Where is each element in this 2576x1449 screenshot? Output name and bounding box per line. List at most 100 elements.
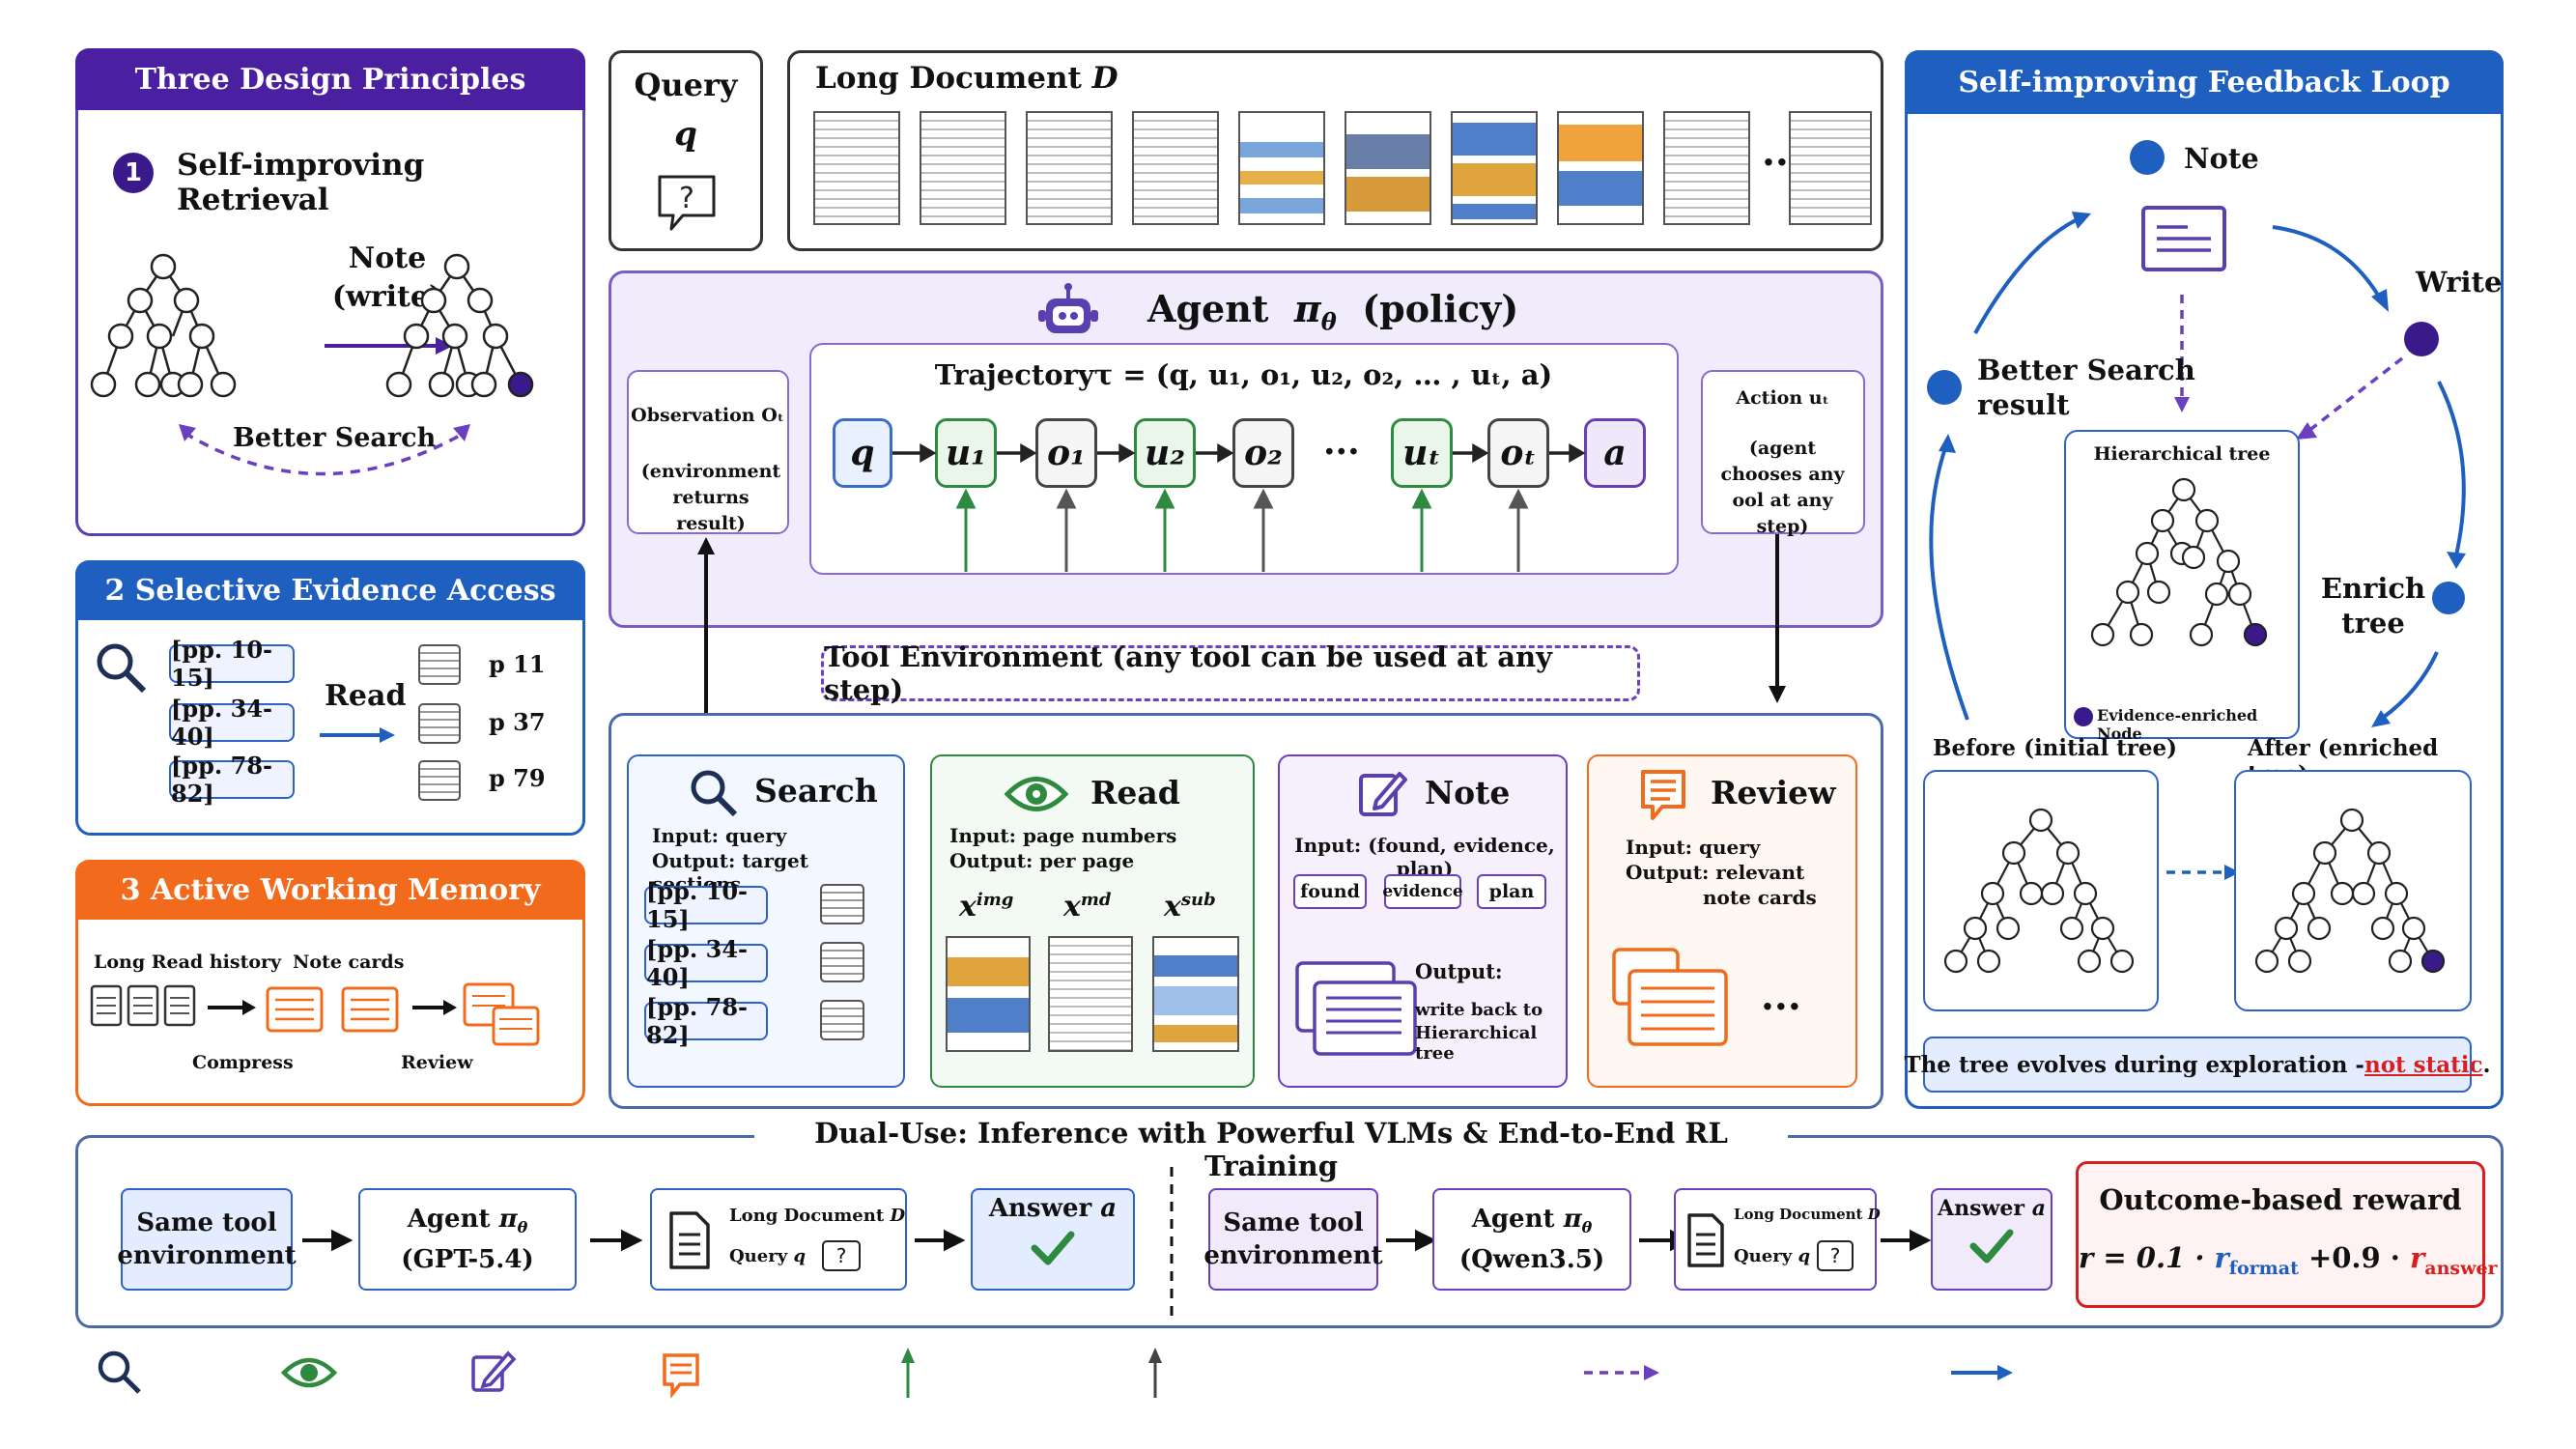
better-search-label: Better Search	[233, 423, 437, 453]
reward-box: Outcome-based reward r = 0.1 · rformat +…	[2076, 1161, 2498, 1308]
query-var: q	[674, 115, 697, 154]
tool-read-title: Read	[1090, 774, 1180, 811]
traj-token-q: q	[833, 418, 892, 488]
page-icon-79	[418, 760, 461, 801]
after-tree-box	[2234, 770, 2472, 1011]
long-document-box: Long Document D ···	[787, 50, 1883, 251]
read-label: Read	[325, 679, 407, 713]
page-thumb	[920, 111, 1006, 225]
read-img-thumb	[946, 936, 1031, 1052]
tree-right-icon	[385, 253, 534, 398]
action-title: Action uₜ	[1736, 387, 1829, 409]
agent-title: Agent πθ (policy)	[1147, 287, 1519, 336]
doc-left-label: Long Document D	[729, 1206, 906, 1226]
traj-token-u2: u₂	[1134, 418, 1196, 488]
tool-search-card: Search Input: query Output: target secti…	[627, 754, 905, 1088]
read-arrow-icon	[320, 727, 395, 743]
trajectory-box: Trajectoryτ = (q, u₁, o₁, u₂, o₂, … , uₜ…	[809, 343, 1679, 575]
enrich-node-icon	[2432, 582, 2465, 614]
reward-formula: r = 0.1 · rformat +0.9 · ranswer	[2079, 1241, 2498, 1279]
tool-search-input: Input: query	[652, 824, 787, 847]
legend-search-icon	[98, 1350, 141, 1394]
up-arrows-gray	[1056, 488, 1529, 572]
note-cards-icon	[1295, 961, 1417, 1056]
tool-review-output-2: note cards	[1703, 886, 1817, 909]
query-label: Query	[634, 67, 738, 103]
agent-right: Agent πθ(Qwen3.5)	[1432, 1188, 1631, 1291]
search-icon	[691, 770, 738, 817]
tool-review-input: Input: query	[1626, 836, 1761, 859]
document-icon	[669, 1211, 710, 1269]
page-thumb	[1663, 111, 1750, 225]
note-node-icon	[2130, 140, 2165, 175]
document-pages: ···	[813, 111, 1876, 232]
agent-panel: Agent πθ (policy) Observation Oₜ (enviro…	[609, 270, 1883, 628]
before-tree-box	[1923, 770, 2159, 1011]
tool-review-output-1: Output: relevant	[1626, 861, 1805, 884]
hier-tree-label: Hierarchical tree	[2093, 443, 2271, 465]
doc-stack-icon	[90, 984, 196, 1027]
feedback-note-label: Note	[2184, 142, 2259, 175]
note-card-icon	[2141, 206, 2226, 271]
note-output-desc-2: Hierarchical tree	[1415, 1023, 1538, 1064]
principle-1-title: Self-improving Retrieval	[177, 148, 425, 217]
agent-left: Agent πθ(GPT-5.4)	[358, 1188, 577, 1291]
magnifier-icon	[97, 643, 147, 694]
doc-query-left: Long Document D Query q ?	[650, 1188, 907, 1291]
page-thumb-figure	[1238, 111, 1325, 225]
principle-3-header: 3 Active Working Memory	[75, 860, 585, 920]
x-img-label: ximg	[959, 890, 1014, 923]
legend-green-up-arrow-icon	[901, 1348, 915, 1398]
search-range-2: [pp. 34-40]	[644, 935, 768, 991]
principle-2-panel: 2 Selective Evidence Access [pp. 10-15] …	[75, 560, 585, 836]
trajectory-arrows	[892, 442, 1586, 572]
traj-token-a: a	[1584, 418, 1646, 488]
dual-arrows	[302, 1167, 1932, 1321]
doc-query-right: Long Document D Query q ?	[1674, 1188, 1881, 1291]
page-thumb	[1789, 111, 1872, 225]
dual-use-panel: Dual-Use: Inference with Powerful VLMs &…	[75, 1117, 2504, 1328]
read-md-thumb	[1048, 936, 1133, 1052]
feedback-panel: Self-improving Feedback Loop Note Write …	[1904, 50, 2504, 1109]
query-right-label: Query q	[1734, 1246, 1811, 1266]
legend-note-icon	[471, 1350, 517, 1392]
traj-token-ut: uₜ	[1391, 418, 1453, 488]
action-box: Action uₜ (agent chooses any ool at any …	[1701, 370, 1865, 537]
eye-icon	[1004, 777, 1069, 811]
tool-environment-label: Tool Environment (any tool can be used a…	[821, 640, 1640, 706]
query-box: Query q ?	[609, 50, 763, 251]
robot-icon	[1038, 283, 1098, 333]
tool-read-output: Output: per page	[949, 849, 1135, 872]
principles-header: Three Design Principles	[75, 48, 585, 110]
principle-2-header: 2 Selective Evidence Access	[75, 560, 585, 620]
tool-read-input: Input: page numbers	[949, 824, 1177, 847]
note-tag-found: found	[1293, 874, 1367, 909]
check-icon	[1031, 1231, 1075, 1265]
long-document-label: Long Document D	[815, 61, 1118, 96]
better-search-node-icon	[1927, 370, 1962, 405]
feedback-loop-graphic	[1927, 140, 2466, 880]
document-icon	[1687, 1213, 1724, 1267]
traj-token-ot: oₜ	[1487, 418, 1549, 488]
page-label-79: p 79	[489, 764, 546, 792]
page-icon-37	[418, 703, 461, 744]
legend-gray-up-arrow-icon	[1148, 1348, 1162, 1398]
dashed-curve-icon	[179, 424, 470, 476]
query-left-label: Query q	[729, 1246, 807, 1266]
x-sub-label: xsub	[1164, 890, 1216, 923]
compress-label: Compress	[192, 1052, 294, 1073]
question-left-icon: ?	[822, 1240, 861, 1271]
question-right-icon: ?	[1817, 1240, 1854, 1271]
tool-note-input: Input: (found, evidence, plan)	[1294, 834, 1555, 880]
write-node-icon	[2404, 322, 2439, 356]
up-arrows-green	[955, 488, 1432, 572]
search-range-1: [pp. 10-15]	[644, 877, 768, 933]
hierarchical-tree-box: Hierarchical tree Evidence-enriched Node	[2064, 430, 2300, 743]
note-tag-plan: plan	[1477, 874, 1546, 909]
traj-token-u1: u₁	[935, 418, 997, 488]
note-card-stack-icon	[463, 982, 540, 1046]
question-bubble-icon: ?	[658, 175, 716, 231]
tree-evolves-banner: The tree evolves during exploration - no…	[1904, 1037, 2491, 1093]
note-cards-label: Note cards	[293, 952, 405, 973]
